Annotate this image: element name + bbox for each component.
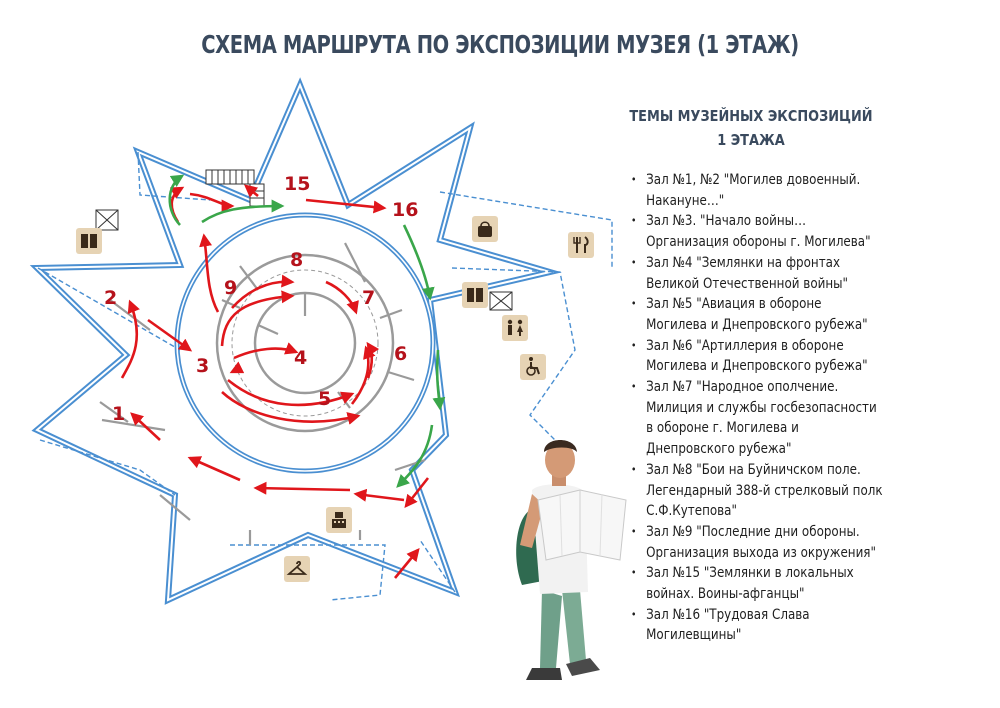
- list-item: Зал №8 "Бои на Буйничском поле. Легендар…: [631, 460, 883, 522]
- hall-2-label: 2: [104, 287, 117, 309]
- list-item: Зал №9 "Последние дни обороны. Организац…: [631, 522, 883, 563]
- hall-numbers: 1 2 3 4 5 6 7 8 9 15 16: [104, 173, 418, 425]
- hall-6-label: 6: [394, 343, 407, 365]
- list-item: Зал №6 "Артиллерия в обороне Могилева и …: [631, 336, 883, 377]
- outer-star-wall: [29, 77, 562, 605]
- hall-9-label: 9: [224, 277, 237, 299]
- route-red: [120, 184, 430, 579]
- elevator-icon: [76, 228, 102, 254]
- hall-8-label: 8: [290, 249, 303, 271]
- restaurant-icon: [568, 232, 594, 258]
- list-item: Зал №5 "Авиация в обороне Могилева и Дне…: [631, 294, 883, 335]
- list-item: Зал №1, №2 "Могилев довоенный. Накануне……: [631, 170, 883, 211]
- hall-15-label: 15: [284, 173, 310, 195]
- hall-1-label: 1: [112, 403, 125, 425]
- themes-title: ТЕМЫ МУЗЕЙНЫХ ЭКСПОЗИЦИЙ 1 ЭТАЖА: [618, 104, 885, 152]
- hall-4-label: 4: [294, 347, 307, 369]
- list-item: Зал №15 "Землянки в локальных войнах. Во…: [631, 563, 883, 604]
- cloakroom-icon: [284, 556, 310, 582]
- hall-16-label: 16: [392, 199, 418, 221]
- wheelchair-icon: [520, 354, 546, 380]
- page-title: СХЕМА МАРШРУТА ПО ЭКСПОЗИЦИИ МУЗЕЯ (1 ЭТ…: [201, 30, 799, 59]
- elevator-icon: [462, 282, 488, 308]
- themes-title-line2: 1 ЭТАЖА: [717, 131, 785, 149]
- list-item: Зал №16 "Трудовая Слава Могилевщины": [631, 605, 883, 646]
- shop-bag-icon: [472, 216, 498, 242]
- building-extensions: [37, 151, 613, 601]
- hall-3-label: 3: [196, 355, 209, 377]
- restroom-icon: [502, 315, 528, 341]
- visitor-illustration: [516, 440, 627, 680]
- staircase: [95, 169, 513, 311]
- list-item: Зал №3. "Начало войны… Организация оборо…: [631, 211, 883, 252]
- hall-5-label: 5: [318, 388, 331, 410]
- hall-themes-list: Зал №1, №2 "Могилев довоенный. Накануне……: [631, 170, 883, 646]
- cashier-icon: [326, 507, 352, 533]
- list-item: Зал №4 "Землянки на фронтах Великой Отеч…: [631, 253, 883, 294]
- route-green: [168, 174, 446, 488]
- hall-7-label: 7: [362, 287, 375, 309]
- list-item: Зал №7 "Народное ополчение. Милиция и сл…: [631, 377, 883, 460]
- themes-title-line1: ТЕМЫ МУЗЕЙНЫХ ЭКСПОЗИЦИЙ: [629, 107, 873, 125]
